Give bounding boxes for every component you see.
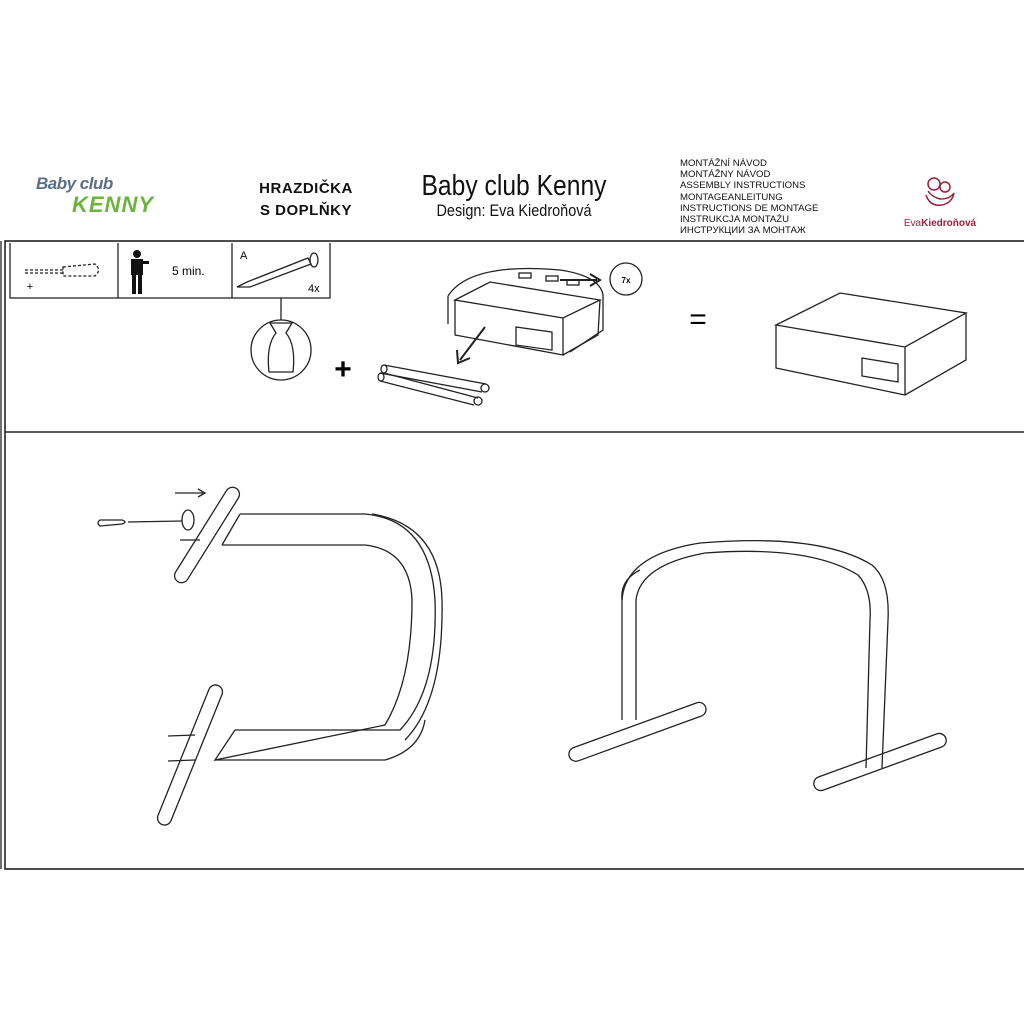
box-closed — [773, 292, 968, 396]
tool-cells — [9, 243, 331, 299]
box-open — [447, 267, 604, 356]
language-item: MONTAGEANLEITUNG — [680, 191, 783, 203]
product-title: HRAZDIČKA S DOPLŇKY — [236, 178, 376, 222]
designer-credit: Design: Eva Kiedroňová — [436, 201, 592, 220]
eva-kiedronova-logo: EvaKiedroňová — [885, 175, 995, 229]
frame — [4, 240, 1024, 870]
language-item: MONTÁŽNY NÁVOD — [680, 169, 771, 181]
mother-child-icon — [925, 177, 955, 207]
main-title: Baby club Kenny — [421, 170, 607, 202]
logo-line1: Baby club — [36, 174, 113, 193]
arrow-head — [456, 349, 471, 365]
main-title-block: Baby club Kenny Design: Eva Kiedroňová — [400, 170, 628, 220]
eva-first: Eva — [903, 218, 922, 229]
equals-sign: = — [689, 303, 707, 336]
part-label: A — [240, 250, 248, 262]
rods-icon — [377, 364, 490, 406]
language-item: MONTÁŽNÍ NÁVOD — [680, 158, 767, 169]
language-item: INSTRUCTIONS DE MONTAGE — [680, 202, 819, 214]
parts-bag-icon — [267, 322, 295, 373]
baby-club-kenny-logo: Baby club KENNY — [34, 172, 164, 232]
language-item: ИНСТРУКЦИИ ЗА МОНТАЖ — [680, 225, 806, 237]
part-count: 4x — [308, 283, 320, 295]
small-bag-count: 7x — [622, 276, 631, 285]
finished-arch — [568, 539, 947, 792]
frame-assembly-step — [97, 486, 443, 826]
assembly-time: 5 min. — [172, 264, 205, 278]
eva-last: Kiedroňová — [921, 218, 977, 229]
arrow-to-rods — [459, 326, 486, 361]
language-item: INSTRUKCJA MONTAŻU — [680, 214, 790, 226]
eva-logo-text: EvaKiedroňová — [885, 218, 995, 229]
small-bag-circle — [609, 262, 643, 296]
language-item: ASSEMBLY INSTRUCTIONS — [680, 180, 806, 192]
parts-bag-circle — [250, 319, 312, 381]
nail-icon — [236, 252, 319, 288]
person-icon — [131, 250, 149, 294]
plus-sign: + — [334, 353, 352, 386]
product-title-line1: HRAZDIČKA — [259, 180, 353, 197]
arrow-head — [589, 273, 602, 287]
screwdriver-icon — [25, 263, 100, 277]
product-title-line2: S DOPLŇKY — [259, 202, 352, 219]
phillips-symbol: + — [27, 281, 33, 293]
language-list: MONTÁŽNÍ NÁVOD MONTÁŽNY NÁVOD ASSEMBLY I… — [680, 158, 818, 236]
logo-line2: KENNY — [72, 192, 155, 217]
